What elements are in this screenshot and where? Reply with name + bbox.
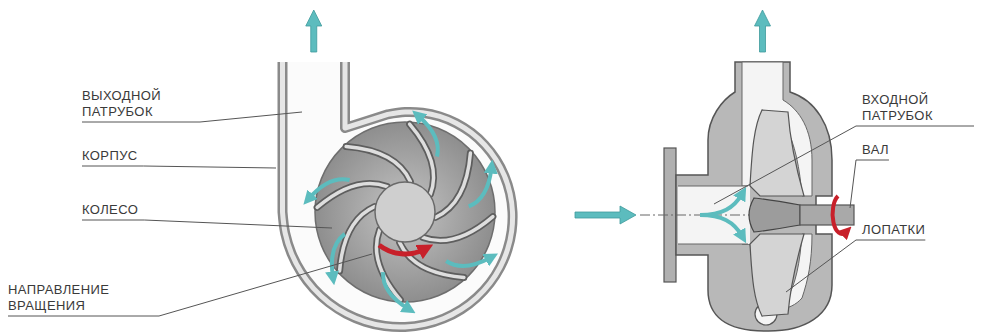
leader-line	[82, 220, 332, 228]
flow-arrow	[469, 168, 492, 206]
outlet-channel	[742, 62, 812, 196]
flow-arrow	[418, 116, 437, 157]
part-label: ЛОПАТКИ	[862, 222, 925, 238]
flow-arrow	[383, 272, 408, 309]
blade-outline	[346, 147, 410, 182]
leader-line	[82, 166, 276, 168]
part-label: ВХОДНОЙ ПАТРУБОК	[862, 92, 974, 124]
flow-arrows	[309, 116, 491, 309]
blade-lower	[750, 234, 804, 316]
flow-arrow	[332, 234, 345, 277]
blade	[346, 147, 410, 182]
leader-line	[850, 160, 889, 208]
impeller-disc	[315, 122, 495, 302]
part-label: ВЫХОДНОЙ ПАТРУБОК	[82, 88, 194, 120]
rotation-arrow	[379, 245, 425, 254]
casing-wall-inner	[283, 62, 513, 327]
section-view	[575, 10, 854, 331]
impeller-hub	[375, 182, 435, 242]
casing-wall	[283, 62, 513, 327]
casing-interior	[283, 62, 513, 327]
part-label: КОРПУС	[82, 148, 138, 164]
impeller-blades	[317, 124, 493, 300]
flow-arrow	[700, 215, 742, 236]
blade-outline	[436, 153, 471, 217]
front-view	[283, 10, 513, 327]
blade	[436, 153, 471, 217]
outlet-flow-arrow	[306, 10, 322, 52]
blade	[400, 243, 464, 278]
shaft	[800, 205, 854, 225]
impeller-hub-section	[749, 198, 800, 232]
flow-arrow	[309, 179, 350, 198]
shaft-rotation-arrow	[833, 196, 846, 234]
leader-line	[8, 254, 372, 316]
inlet-flow-arrow	[575, 206, 636, 224]
blade-outline	[340, 207, 375, 271]
leader-lines	[8, 112, 974, 316]
part-label: ВАЛ	[862, 142, 889, 158]
pump-casing-section	[676, 62, 832, 331]
blade-upper	[750, 110, 804, 196]
blade-outline	[400, 243, 464, 278]
outlet-flow-arrow	[755, 10, 771, 52]
leader-line	[714, 126, 974, 204]
flow-arrow	[446, 258, 491, 266]
blade	[340, 207, 375, 271]
leader-line	[786, 240, 925, 292]
flow-arrow	[700, 194, 742, 215]
part-label: КОЛЕСО	[82, 202, 138, 218]
part-label: НАПРАВЛЕНИЕ ВРАЩЕНИЯ	[8, 282, 153, 314]
